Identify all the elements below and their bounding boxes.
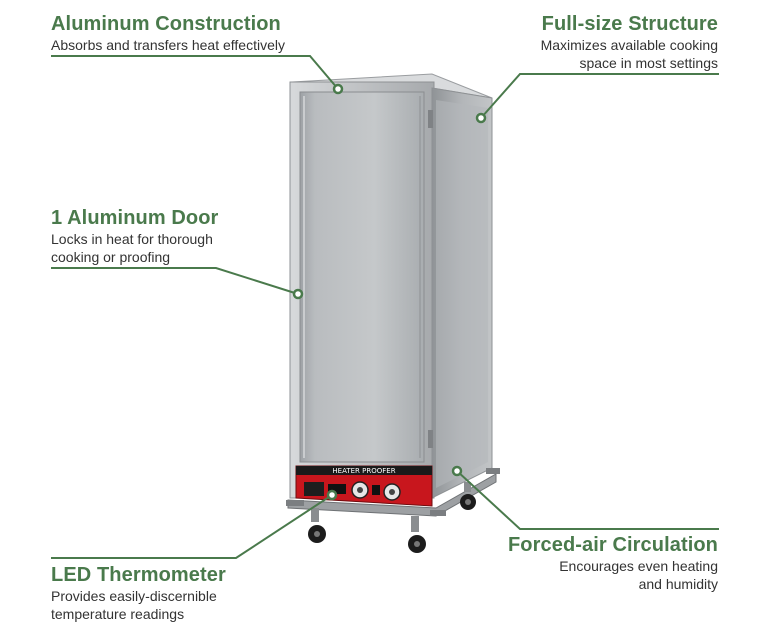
callout-description-line1: Locks in heat for thorough (51, 231, 213, 247)
callout-title: LED Thermometer (51, 564, 226, 586)
callout-description-line2: space in most settings (579, 55, 718, 71)
power-switch (372, 485, 380, 495)
marker-dot (332, 83, 344, 95)
marker-dot (292, 288, 304, 300)
callout-description-line2: cooking or proofing (51, 249, 171, 265)
led-display (304, 482, 324, 496)
led-thermometer-readout (328, 484, 346, 494)
leader-aluminum-construction (51, 55, 339, 90)
callout-aluminum-door: 1 Aluminum Door Locks in heat for thorou… (51, 206, 271, 266)
callout-aluminum-construction: Aluminum Construction Absorbs and transf… (51, 12, 351, 54)
marker-dot (326, 489, 338, 501)
leader-led-thermometer (51, 494, 333, 559)
callout-full-size-structure: Full-size Structure Maximizes available … (458, 12, 718, 72)
leader-lines (51, 55, 719, 559)
cabinet-base (286, 468, 500, 517)
callout-led-thermometer: LED Thermometer Provides easily-discerni… (51, 563, 291, 623)
callout-title: 1 Aluminum Door (51, 207, 219, 229)
callout-description-line1: Encourages even heating (559, 558, 718, 574)
leader-full-size-structure (480, 73, 719, 119)
callout-title: Full-size Structure (541, 13, 718, 35)
control-panel-label: HEATER PROOFER (332, 467, 395, 475)
marker-dot (475, 112, 487, 124)
caster-wheels (308, 482, 476, 553)
leader-aluminum-door (51, 267, 299, 295)
callout-description-line2: and humidity (638, 576, 718, 592)
control-panel: HEATER PROOFER (295, 465, 433, 507)
callout-description-line1: Provides easily-discernible (51, 588, 217, 604)
marker-dot (451, 465, 463, 477)
cabinet-door (299, 91, 425, 463)
callout-forced-air-circulation: Forced-air Circulation Encourages even h… (458, 533, 718, 593)
cabinet-body (289, 73, 493, 499)
callout-title: Forced-air Circulation (507, 534, 718, 556)
callout-title: Aluminum Construction (51, 13, 281, 35)
callout-description-line1: Maximizes available cooking (540, 37, 718, 53)
leader-forced-air (456, 470, 719, 530)
callout-description: Absorbs and transfers heat effectively (51, 37, 285, 53)
callout-description-line2: temperature readings (51, 606, 185, 622)
